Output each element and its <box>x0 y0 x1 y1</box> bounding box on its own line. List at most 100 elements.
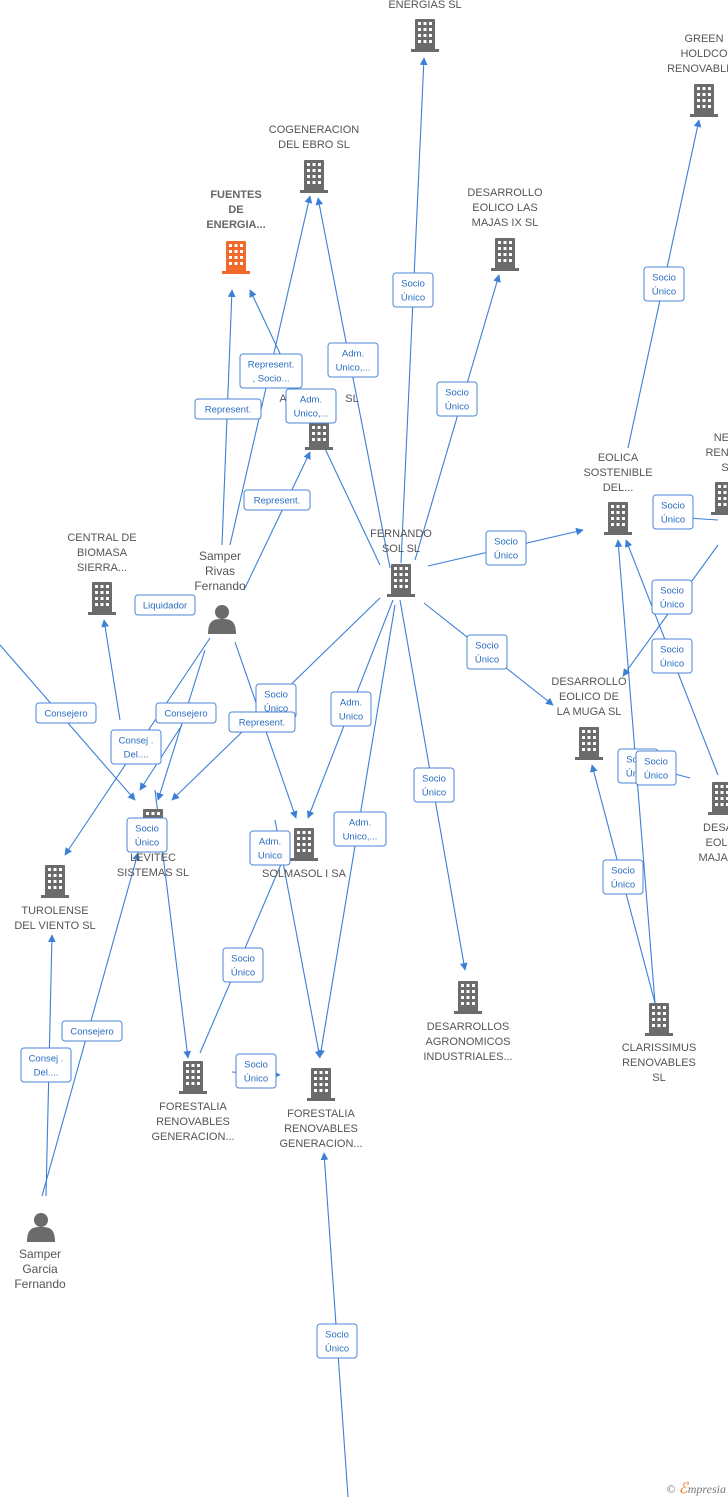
company-label: RENOV <box>705 447 728 459</box>
edge-label-text: Represent. <box>239 718 285 729</box>
relation-edge <box>243 451 311 591</box>
edge-label-text: Socio <box>244 1060 268 1071</box>
edge-label-liquidador[interactable]: Liquidador <box>134 594 196 616</box>
edge-label-text: Socio <box>661 501 685 512</box>
edge-label-text: Adm. <box>259 837 281 848</box>
edge-label-text: Unico,... <box>343 832 378 843</box>
company-label: RENOVABLES <box>156 1116 230 1128</box>
edge-label-adm-cog[interactable]: Adm.Unico,... <box>327 342 379 378</box>
company-node-forestalia1[interactable]: FORESTALIARENOVABLESGENERACION... <box>151 1061 235 1143</box>
edge-label-adm-asl[interactable]: Adm. Unico,... <box>285 388 337 424</box>
edge-label-box <box>285 388 337 424</box>
edge-label-represent-fuentes[interactable]: Represent. <box>194 398 262 420</box>
company-node-solmasol[interactable]: SOLMASOL I SA <box>262 828 347 880</box>
person-label: Rivas <box>205 564 235 578</box>
edge-label-consejero-mid[interactable]: Consejero <box>155 702 217 724</box>
edge-label-consejero-garcia[interactable]: Consejero <box>61 1020 123 1042</box>
building-icon <box>290 828 318 861</box>
relation-edge <box>101 619 121 721</box>
edge-label-text: Adm. <box>300 395 322 406</box>
edge-label-text: Unico,... <box>336 363 371 374</box>
company-label: DESARROLLOS <box>427 1021 510 1033</box>
brand-watermark: © ℰmpresia <box>667 1479 726 1498</box>
copyright-symbol: © <box>666 1482 676 1496</box>
company-node-agronomicos[interactable]: DESARROLLOSAGRONOMICOSINDUSTRIALES... <box>423 981 513 1063</box>
company-label: RENOVABLES <box>667 63 728 75</box>
company-node-fuentes[interactable]: FUENTESDEENERGIA... <box>206 189 266 274</box>
company-node-green[interactable]: GREENHOLDCORENOVABLES <box>667 33 728 117</box>
company-label: CENTRAL DE <box>67 532 136 544</box>
edge-label-text: Único <box>661 515 685 526</box>
edge-label-adm-for2[interactable]: Adm. Unico,... <box>333 811 387 847</box>
company-label: SL <box>345 393 358 405</box>
edge-label-text: Socio <box>401 279 425 290</box>
company-label: SOL SL <box>382 543 420 555</box>
company-label: AGRONOMICOS <box>426 1036 511 1048</box>
edge-label-represent-asl[interactable]: Represent. <box>243 489 311 511</box>
edge-label-text: Unico <box>258 851 282 862</box>
company-node-central[interactable]: CENTRAL DEBIOMASASIERRA... <box>67 532 137 615</box>
person-icon <box>27 1213 55 1242</box>
edge-label-consej-del-lev[interactable]: Consej .Del.... <box>110 729 162 765</box>
company-node-desar-right[interactable]: DESAREOLICMAJAS X <box>698 782 728 864</box>
edge-label-represent-lev[interactable]: Represent. <box>228 711 296 733</box>
edge-label-box <box>235 1053 277 1089</box>
edge-label-box <box>643 266 685 302</box>
company-label: EOLICO DE <box>559 691 619 703</box>
edge-label-text: Adm. <box>349 818 371 829</box>
edge-label-consejero-left[interactable]: Consejero <box>35 702 97 724</box>
building-icon <box>300 160 328 193</box>
company-label: DEL EBRO SL <box>278 139 350 151</box>
edge-label-text: Del.... <box>124 750 149 761</box>
edge-label-text: Único <box>135 838 159 849</box>
company-label: FORESTALIA <box>287 1108 355 1120</box>
company-label: EOLIC <box>705 837 728 849</box>
edge-label-adm-solmasol2[interactable]: Adm. Unico <box>249 830 291 866</box>
building-icon <box>491 238 519 271</box>
empresia-logo-e: ℰ <box>678 1481 688 1497</box>
edge-label-box <box>61 1020 123 1042</box>
company-node-nea[interactable]: NEARENOVS <box>705 432 728 515</box>
edge-label-box <box>392 272 434 308</box>
edge-label-text: Socio <box>644 757 668 768</box>
edge-label-text: Único <box>231 968 255 979</box>
edge-label-text: Consejero <box>164 709 207 720</box>
company-node-eolica[interactable]: EOLICASOSTENIBLEDEL... <box>583 452 653 535</box>
building-icon <box>604 502 632 535</box>
company-label: DESAR <box>703 822 728 834</box>
company-label: GENERACION... <box>279 1138 362 1150</box>
company-node-energias[interactable]: ENERGIAS SL <box>388 0 462 52</box>
edge-label-consej-del-tur[interactable]: Consej .Del.... <box>20 1047 72 1083</box>
edge-label-adm-solmasol[interactable]: Adm.Unico <box>330 691 372 727</box>
edge-label-represent-socio[interactable]: Represent., Socio... <box>239 353 303 389</box>
company-node-forestalia2[interactable]: FORESTALIARENOVABLESGENERACION... <box>279 1068 363 1150</box>
edge-label-text: Unico,... <box>294 409 329 420</box>
